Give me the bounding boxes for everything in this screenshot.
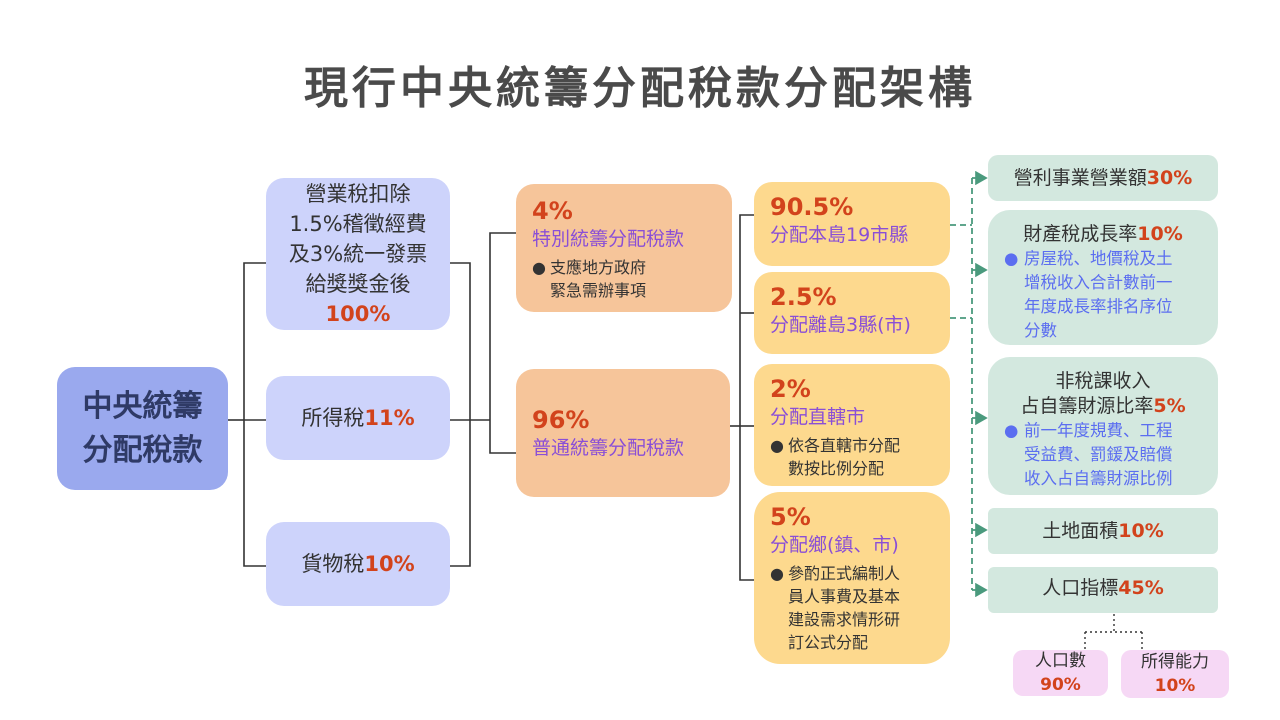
criterion-pct: 30%	[1146, 167, 1193, 189]
sub-name: 人口數	[1035, 651, 1086, 671]
allocation-pct: 5%	[770, 503, 811, 531]
bullet-line: 支應地方政府	[550, 258, 647, 277]
bullet-icon: ●	[770, 564, 784, 583]
criterion-name: 財產稅成長率	[1023, 223, 1138, 245]
criterion-name: 占自籌財源比率	[1020, 395, 1154, 417]
source-line: 營業稅扣除	[305, 182, 411, 206]
bullet-line: 房屋稅、地價稅及土	[1024, 249, 1173, 268]
bullet-icon: ●	[532, 258, 546, 277]
root-line1: 中央統籌	[82, 388, 203, 424]
bullet-line: 收入占自籌財源比例	[1024, 469, 1173, 488]
fund-name: 特別統籌分配稅款	[532, 228, 685, 250]
allocation-name: 分配直轄市	[770, 406, 866, 428]
bullet-line: 緊急需辦事項	[550, 281, 647, 300]
source-pct: 11%	[364, 406, 415, 430]
criterion-property-tax-growth: 財產稅成長率10% ● 房屋稅、地價稅及土 增稅收入合計數前一 年度成長率排名序…	[988, 210, 1218, 345]
bullet-line: 數按比例分配	[788, 459, 885, 478]
fund-name: 普通統籌分配稅款	[532, 437, 685, 459]
allocation-bullet: ● 參酌正式編制人 員人事費及基本 建設需求情形研 訂公式分配	[770, 562, 934, 654]
criterion-name: 營利事業營業額	[1013, 167, 1147, 189]
source-name: 貨物稅	[301, 552, 365, 576]
source-line: 及3%統一發票	[288, 242, 428, 266]
bullet-icon: ●	[1004, 421, 1019, 440]
source-pct: 10%	[364, 552, 415, 576]
source-line: 1.5%稽徵經費	[289, 212, 427, 236]
fund-special: 4% 特別統籌分配稅款 ● 支應地方政府 緊急需辦事項	[516, 184, 732, 312]
fund-general: 96% 普通統籌分配稅款	[516, 369, 730, 497]
sub-income-capacity: 所得能力 10%	[1121, 650, 1229, 698]
source-name: 所得稅	[301, 406, 365, 430]
sub-pct: 10%	[1154, 676, 1196, 696]
allocation-townships: 5% 分配鄉(鎮、市) ● 參酌正式編制人 員人事費及基本 建設需求情形研 訂公…	[754, 492, 950, 664]
bullet-icon: ●	[770, 436, 784, 455]
allocation-pct: 90.5%	[770, 193, 854, 221]
allocation-pct: 2%	[770, 375, 811, 403]
criterion-business-revenue: 營利事業營業額30%	[988, 155, 1218, 201]
criterion-pct: 10%	[1137, 223, 1183, 245]
allocation-name: 分配鄉(鎮、市)	[770, 534, 899, 556]
bullet-line: 增稅收入合計數前一	[1024, 273, 1173, 292]
bullet-icon: ●	[1004, 249, 1019, 268]
bullet-line: 員人事費及基本	[788, 587, 901, 606]
bullet-line: 參酌正式編制人	[788, 564, 901, 583]
allocation-name: 分配本島19市縣	[770, 224, 909, 246]
sub-name: 所得能力	[1141, 652, 1209, 672]
bullet-line: 前一年度規費、工程	[1024, 421, 1173, 440]
sub-pct: 90%	[1040, 675, 1081, 695]
fund-pct: 96%	[532, 406, 590, 434]
criterion-name: 土地面積	[1042, 520, 1119, 542]
bullet-line: 訂公式分配	[788, 633, 869, 652]
bullet-line: 受益費、罰鍰及賠償	[1024, 445, 1173, 464]
criterion-nontax-revenue: 非稅課收入 占自籌財源比率5% ● 前一年度規費、工程 受益費、罰鍰及賠償 收入…	[988, 357, 1218, 495]
bullet-line: 建設需求情形研	[788, 610, 901, 629]
source-line: 給獎獎金後	[305, 272, 411, 296]
source-business-tax: 營業稅扣除 1.5%稽徵經費 及3%統一發票 給獎獎金後 100%	[266, 178, 450, 330]
allocation-bullet: ● 依各直轄市分配 數按比例分配	[770, 434, 934, 480]
criterion-population-index: 人口指標45%	[988, 567, 1218, 613]
source-pct: 100%	[325, 302, 391, 326]
fund-pct: 4%	[532, 197, 573, 225]
criterion-name: 人口指標	[1042, 577, 1119, 599]
bullet-line: 依各直轄市分配	[788, 436, 901, 455]
allocation-name: 分配離島3縣(市)	[770, 314, 911, 336]
allocation-municipalities: 2% 分配直轄市 ● 依各直轄市分配 數按比例分配	[754, 364, 950, 486]
criterion-pct: 5%	[1153, 395, 1186, 417]
bullet-line: 分數	[1024, 321, 1057, 340]
root-node: 中央統籌 分配稅款	[57, 367, 228, 490]
criterion-name-line1: 非稅課收入	[1055, 370, 1151, 392]
bullet-line: 年度成長率排名序位	[1024, 297, 1173, 316]
criterion-pct: 10%	[1118, 520, 1164, 542]
allocation-pct: 2.5%	[770, 283, 837, 311]
criterion-land-area: 土地面積10%	[988, 508, 1218, 554]
allocation-main-island: 90.5% 分配本島19市縣	[754, 182, 950, 266]
page-title: 現行中央統籌分配稅款分配架構	[304, 63, 976, 114]
fund-bullet: ● 支應地方政府 緊急需辦事項	[532, 256, 716, 302]
sub-population-count: 人口數 90%	[1013, 650, 1108, 696]
criterion-bullet: ● 前一年度規費、工程 受益費、罰鍰及賠償 收入占自籌財源比例	[988, 419, 1218, 491]
allocation-outlying-islands: 2.5% 分配離島3縣(市)	[754, 272, 950, 354]
criterion-pct: 45%	[1118, 577, 1164, 599]
criterion-bullet: ● 房屋稅、地價稅及土 增稅收入合計數前一 年度成長率排名序位 分數	[988, 247, 1218, 343]
root-line2: 分配稅款	[82, 432, 203, 468]
